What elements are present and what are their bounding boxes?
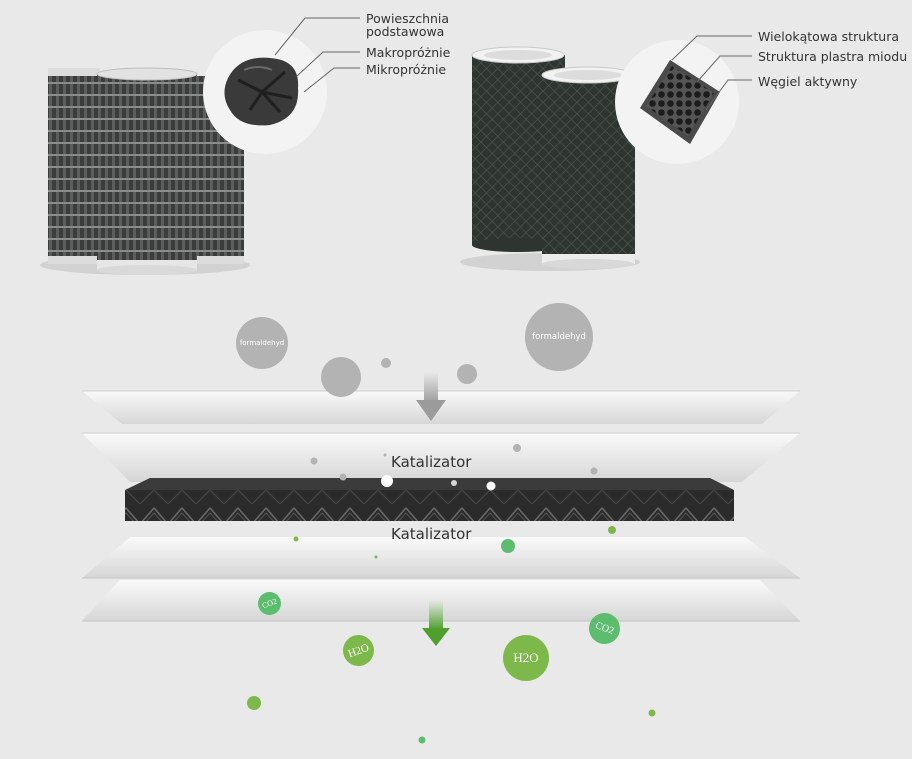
callout-polygon-structure: Wielokątowa struktura — [758, 29, 900, 44]
callout-micropores: Mikropróżnie — [366, 62, 447, 77]
activated-carbon-layer — [125, 478, 734, 521]
callout-base-surface-line1: Powieszchnia — [366, 11, 450, 26]
hepa-filter-group — [40, 67, 250, 275]
callout-honeycomb-structure: Struktura plastra miodu — [758, 49, 908, 64]
honeycomb-zoom — [615, 35, 752, 164]
gas-particles — [310, 357, 598, 491]
formaldehyde-molecule: formaldehyd — [525, 303, 593, 371]
callout-base-surface: Powieszchnia podstawowa — [366, 12, 449, 38]
catalyst-layer-2 — [82, 432, 800, 482]
clean-particles — [247, 526, 656, 744]
catalyst-label-lower: Katalizator — [391, 525, 472, 543]
h2o-molecule: H2O — [503, 635, 549, 681]
output-arrow-icon — [422, 600, 450, 646]
input-arrow-icon — [416, 372, 446, 421]
carbon-particle-zoom — [203, 17, 360, 154]
catalyst-label-upper: Katalizator — [391, 453, 472, 471]
catalyst-layer-3 — [82, 537, 800, 579]
callout-base-surface-line2: podstawowa — [366, 24, 445, 39]
callout-activated-carbon: Węgiel aktywny — [758, 74, 858, 89]
formaldehyde-molecule: formaldehyd — [236, 317, 288, 369]
catalyst-layer-1 — [82, 390, 800, 424]
callout-macropores: Makropróżnie — [366, 45, 451, 60]
carbon-filter-group — [460, 46, 640, 271]
